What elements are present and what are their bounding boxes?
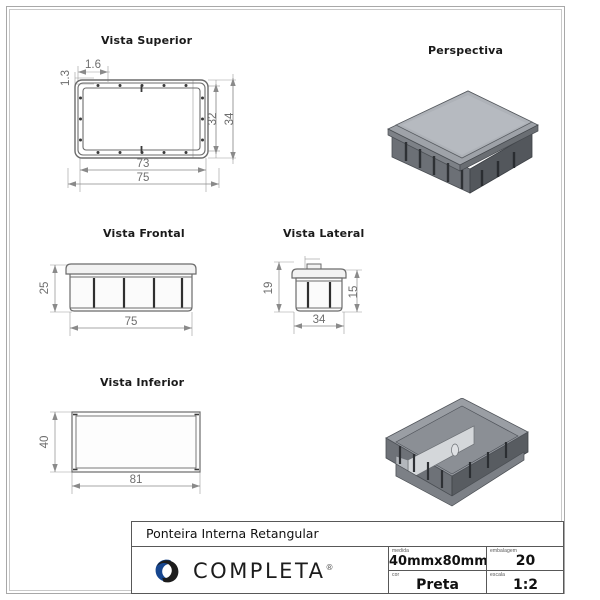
- dim-lateral-width: 34: [313, 314, 326, 326]
- field-medida-value: 40mmx80mm: [389, 554, 487, 569]
- field-embalagem: embalagem 20: [487, 547, 564, 571]
- dim-top-wall-vertical: 1.3: [60, 70, 72, 86]
- field-cor-value: Preta: [416, 577, 459, 593]
- brand-name: COMPLETA®: [193, 559, 334, 583]
- brand-name-text: COMPLETA: [193, 558, 326, 583]
- field-embalagem-value: 20: [515, 553, 536, 569]
- dim-lateral-height-left: 19: [263, 282, 275, 295]
- field-cor-label: cor: [392, 572, 400, 578]
- dim-top-outer-width: 75: [137, 172, 150, 184]
- dim-top-outer-height: 34: [224, 112, 236, 125]
- field-escala-label: escala: [490, 572, 506, 578]
- drawing-title: Ponteira Interna Retangular: [146, 526, 319, 541]
- dim-lateral-height-right: 15: [348, 286, 360, 299]
- dim-bottom-height: 40: [39, 436, 51, 449]
- view-title-bottom: Vista Inferior: [100, 376, 185, 389]
- field-escala: escala 1:2: [487, 571, 564, 594]
- field-embalagem-label: embalagem: [490, 548, 518, 554]
- brand-trademark: ®: [325, 562, 334, 572]
- field-medida-label: medida: [392, 548, 409, 554]
- dim-top-inner-height: 32: [207, 113, 219, 126]
- dim-front-width: 75: [125, 316, 138, 328]
- title-block: Ponteira Interna Retangular COMPLETA® me…: [131, 521, 564, 594]
- view-title-top: Vista Superior: [101, 34, 193, 47]
- view-title-lateral: Vista Lateral: [283, 227, 365, 240]
- field-cor: cor Preta: [389, 571, 487, 594]
- brand-logo-cell: COMPLETA®: [132, 547, 389, 594]
- perspective-view-drawing: [387, 90, 539, 194]
- dim-top-inner-width: 73: [137, 158, 150, 170]
- isometric-underside-drawing: [385, 398, 529, 507]
- view-title-front: Vista Frontal: [103, 227, 185, 240]
- lateral-view-drawing: 19 15 34: [263, 256, 362, 334]
- field-medida: medida 40mmx80mm: [389, 547, 487, 571]
- dim-front-height: 25: [39, 282, 51, 295]
- dim-top-wall-horizontal: 1.6: [85, 59, 101, 71]
- bottom-view-drawing: 40 81: [39, 411, 201, 494]
- top-view-drawing: 73 75 32 34 1.3 1.6: [60, 59, 236, 192]
- completa-swirl-logo-icon: [155, 559, 179, 582]
- field-escala-value: 1:2: [512, 577, 539, 593]
- title-block-title-row: Ponteira Interna Retangular: [132, 522, 563, 547]
- front-view-drawing: 25 75: [39, 263, 197, 336]
- dim-bottom-width: 81: [130, 474, 143, 486]
- view-title-perspective: Perspectiva: [428, 44, 504, 57]
